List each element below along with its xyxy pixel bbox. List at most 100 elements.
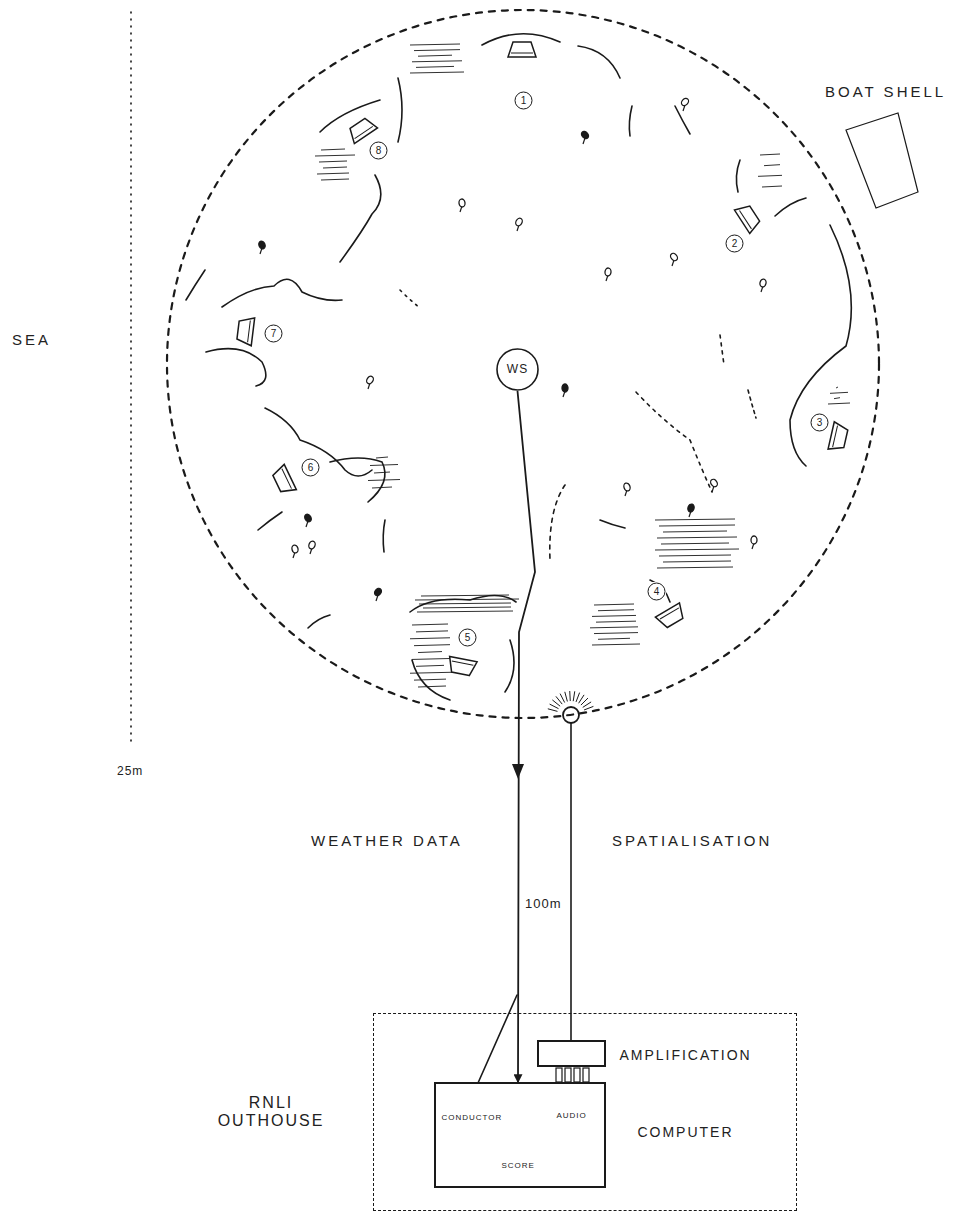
sketch-stroke [687,503,695,512]
sketch-stroke [655,519,735,520]
sketch-stroke [834,398,840,399]
sketch-stroke [596,621,636,622]
sketch-stroke [758,175,782,176]
node-text: 2 [732,238,738,250]
sketch-stroke [365,375,374,385]
spatialisation-wire [570,723,572,1041]
sketch-stroke [583,702,591,707]
circle-outline [459,629,476,646]
circle-outline [515,92,532,109]
sketch-stroke [734,202,762,234]
sketch-stroke [340,175,381,262]
sketch-stroke [583,1068,589,1082]
circle-outline [370,142,387,159]
sketch-stroke [447,656,477,676]
sketch-stroke [412,658,452,659]
module-label: CONDUCTOR [441,1113,502,1122]
sketch-stroke [514,217,523,227]
sketch-stroke [410,44,460,45]
sketch-stroke [600,520,625,528]
sketch-stroke [508,42,536,57]
sketch-stroke [592,644,640,645]
sketch-stroke [720,335,724,365]
sketch-stroke [762,186,782,187]
node-text: 7 [271,328,277,340]
sketch-stroke [414,50,460,51]
sketch-stroke [308,540,317,550]
sketch-stroke [764,165,780,166]
circle-outline [302,459,319,476]
sketch-stroke [680,97,690,107]
sketch-stroke [186,270,205,300]
weather-data-branch [478,995,517,1083]
sketch-stroke [265,408,372,476]
sketch-stroke [598,638,630,639]
sketch-stroke [412,61,462,62]
sketch-stroke [373,587,383,597]
sketch-stroke [659,525,735,526]
callout-number: 4 [647,582,666,601]
sketch-stroke [709,478,719,488]
sketch-stroke [663,561,731,562]
dimension: 100m [523,896,564,911]
node-text: WS [507,363,528,377]
sketch-stroke [748,390,756,418]
sketch-stroke [760,154,780,155]
sketch-stroke [206,349,266,386]
circle-outline [648,583,665,600]
sketch-stroke [400,290,420,308]
module-label: AUDIO [556,1111,586,1120]
circle-outline [726,235,743,252]
sketch-stroke [598,610,634,611]
sketch-stroke [759,278,767,287]
sketch-stroke [828,422,849,453]
sketch-stroke [368,480,400,481]
sketch-stroke [623,482,631,492]
sketch-stroke [323,167,347,168]
sea-label: SEA [12,331,51,348]
sketch-stroke [580,130,590,140]
node-text: 1 [521,95,527,107]
boat-shell [846,113,918,208]
sketch-stroke [421,595,509,596]
sketch-stroke [418,686,446,687]
sketch-stroke [605,268,612,277]
speaker-icons [236,42,849,677]
sketch-stroke [410,638,450,639]
sketch-stroke [590,627,638,628]
sketch-stroke [236,316,254,346]
sketch-stroke [562,384,568,392]
sketch-stroke [556,696,562,704]
hatching [315,44,850,687]
signal-label: WEATHER DATA [311,832,463,849]
sketch-stroke [355,126,373,138]
node-text: 5 [465,632,471,644]
outhouse-region: RNLI OUTHOUSEAMPLIFICATIONCOMPUTERCONDUC… [373,1013,797,1211]
box-title: AMPLIFICATION [619,1047,751,1063]
sketch-stroke [376,457,388,458]
sketch-stroke [374,472,390,473]
sketch-stroke [447,656,477,676]
sketch-stroke [419,603,511,604]
sketch-stroke [565,692,568,702]
sketch-stroke [556,1068,562,1082]
sketch-stroke [655,549,739,550]
sketch-stroke [418,652,442,653]
sketch-stroke [581,698,588,705]
callout-number: 7 [264,324,283,343]
sketch-stroke [282,469,292,489]
sketch-stroke [594,633,638,634]
callout-number: 1 [514,91,533,110]
sketch-stroke [291,544,299,553]
module-label: SCORE [501,1161,534,1170]
sketch-stroke [319,161,347,162]
sketch-stroke [592,615,636,616]
object-label: BOAT SHELL [825,83,946,100]
sketch-stroke [663,531,727,532]
sketch-stroke [660,608,679,619]
sketch-stroke [236,316,254,346]
callout-number: 3 [810,413,829,432]
sketch-stroke [372,487,392,488]
